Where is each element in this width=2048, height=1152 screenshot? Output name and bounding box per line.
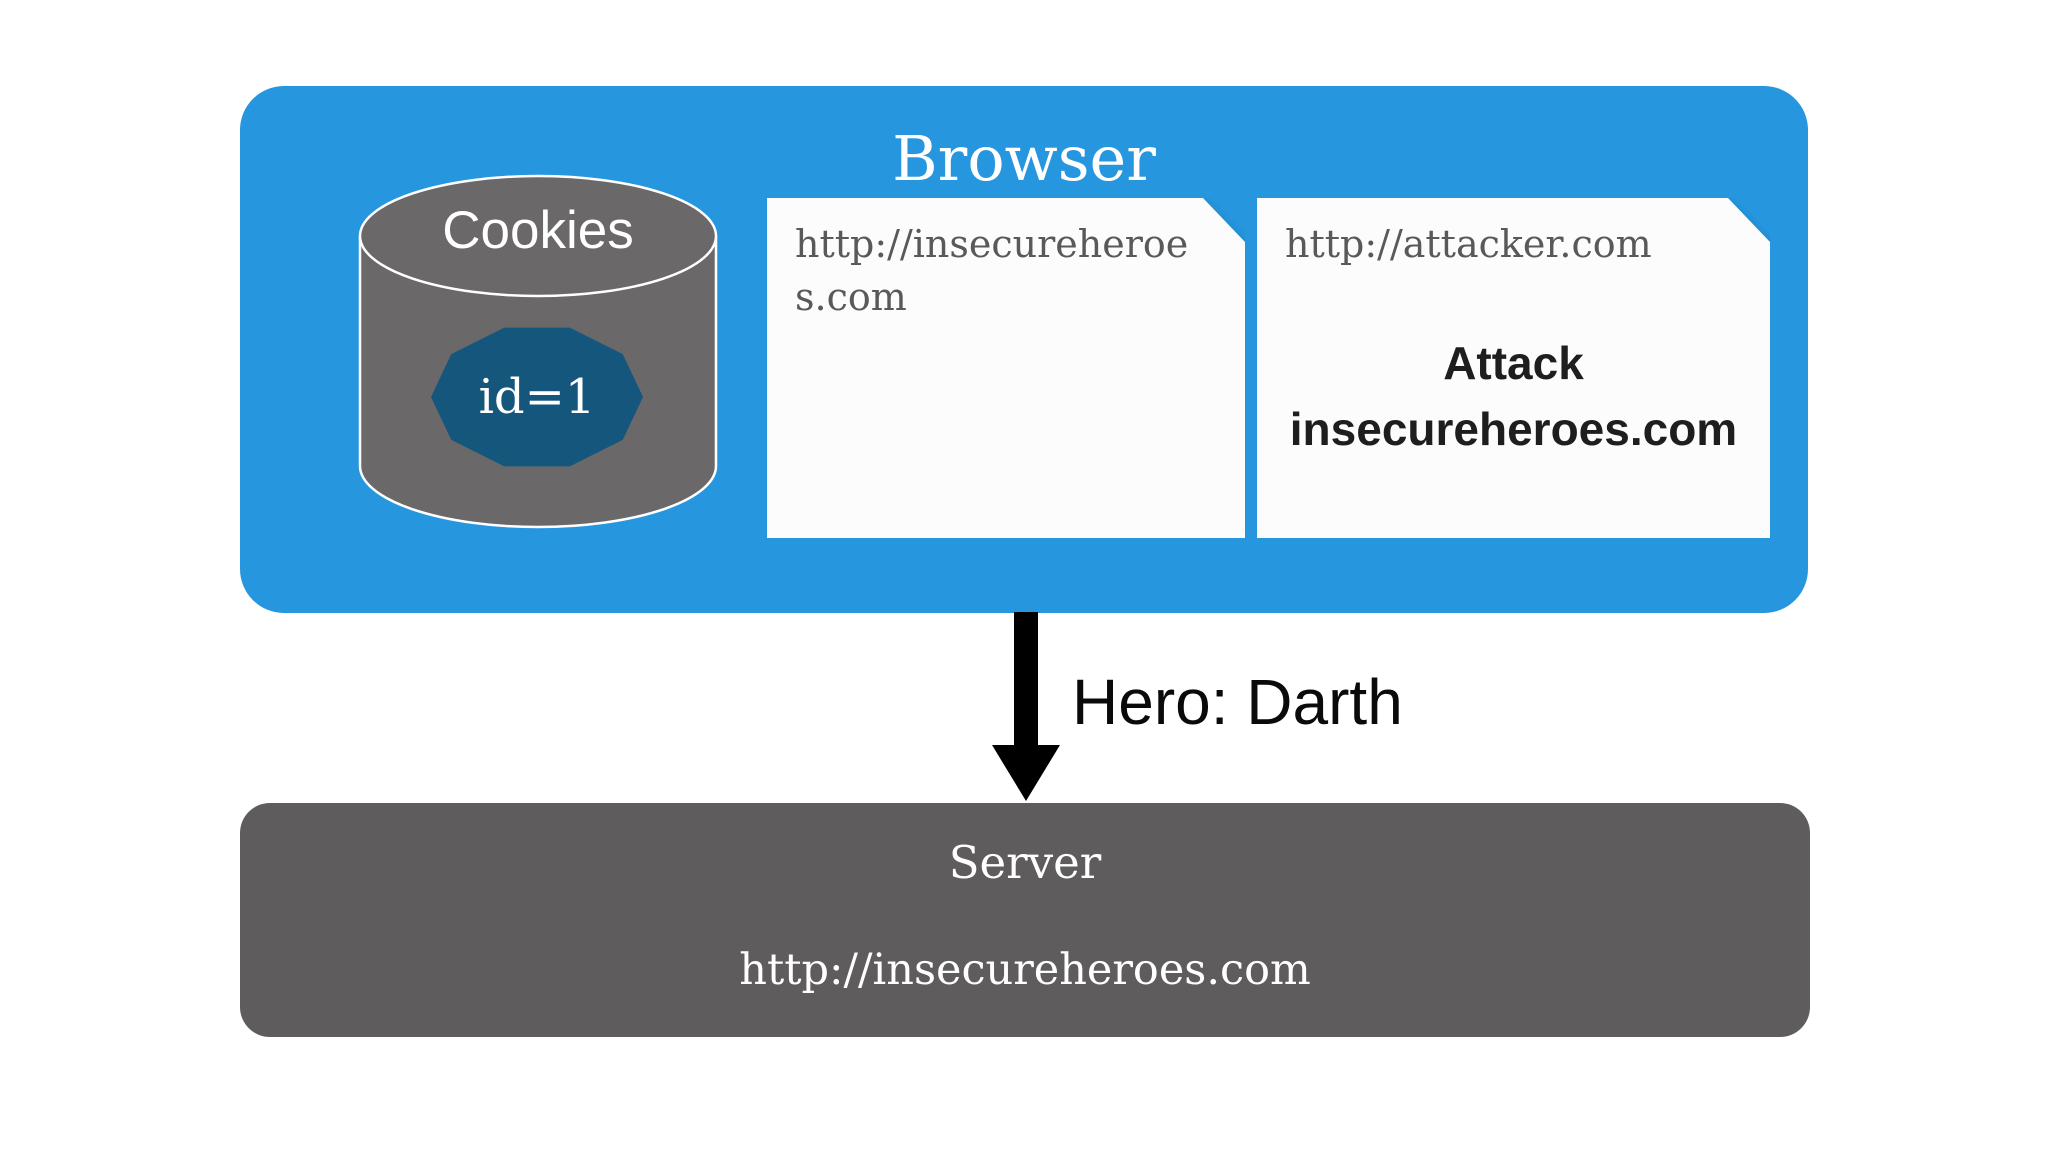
attack-page-content: Attack insecureheroes.com	[1289, 337, 1738, 455]
cookie-value: id=1	[478, 369, 596, 425]
browser-tab-attacker: http://attacker.com Attack insecureheroe…	[1257, 198, 1770, 538]
server-title: Server	[948, 836, 1102, 889]
tab-url-attacker: http://attacker.com	[1285, 222, 1652, 266]
browser-tab-insecureheroes: http://insecureheroes.com	[767, 198, 1245, 538]
request-arrow-head-icon	[992, 745, 1060, 801]
server-box	[240, 803, 1810, 1037]
tab-url-insecureheroes: http://insecureheroes.com	[795, 222, 1189, 319]
browser-title: Browser	[892, 122, 1156, 195]
request-arrow-shaft	[1014, 612, 1038, 748]
request-arrow-label: Hero: Darth	[1072, 666, 1403, 738]
cookies-label: Cookies	[442, 201, 634, 260]
cookie-token-shape: id=1	[431, 327, 643, 467]
server-url: http://insecureheroes.com	[739, 945, 1311, 995]
